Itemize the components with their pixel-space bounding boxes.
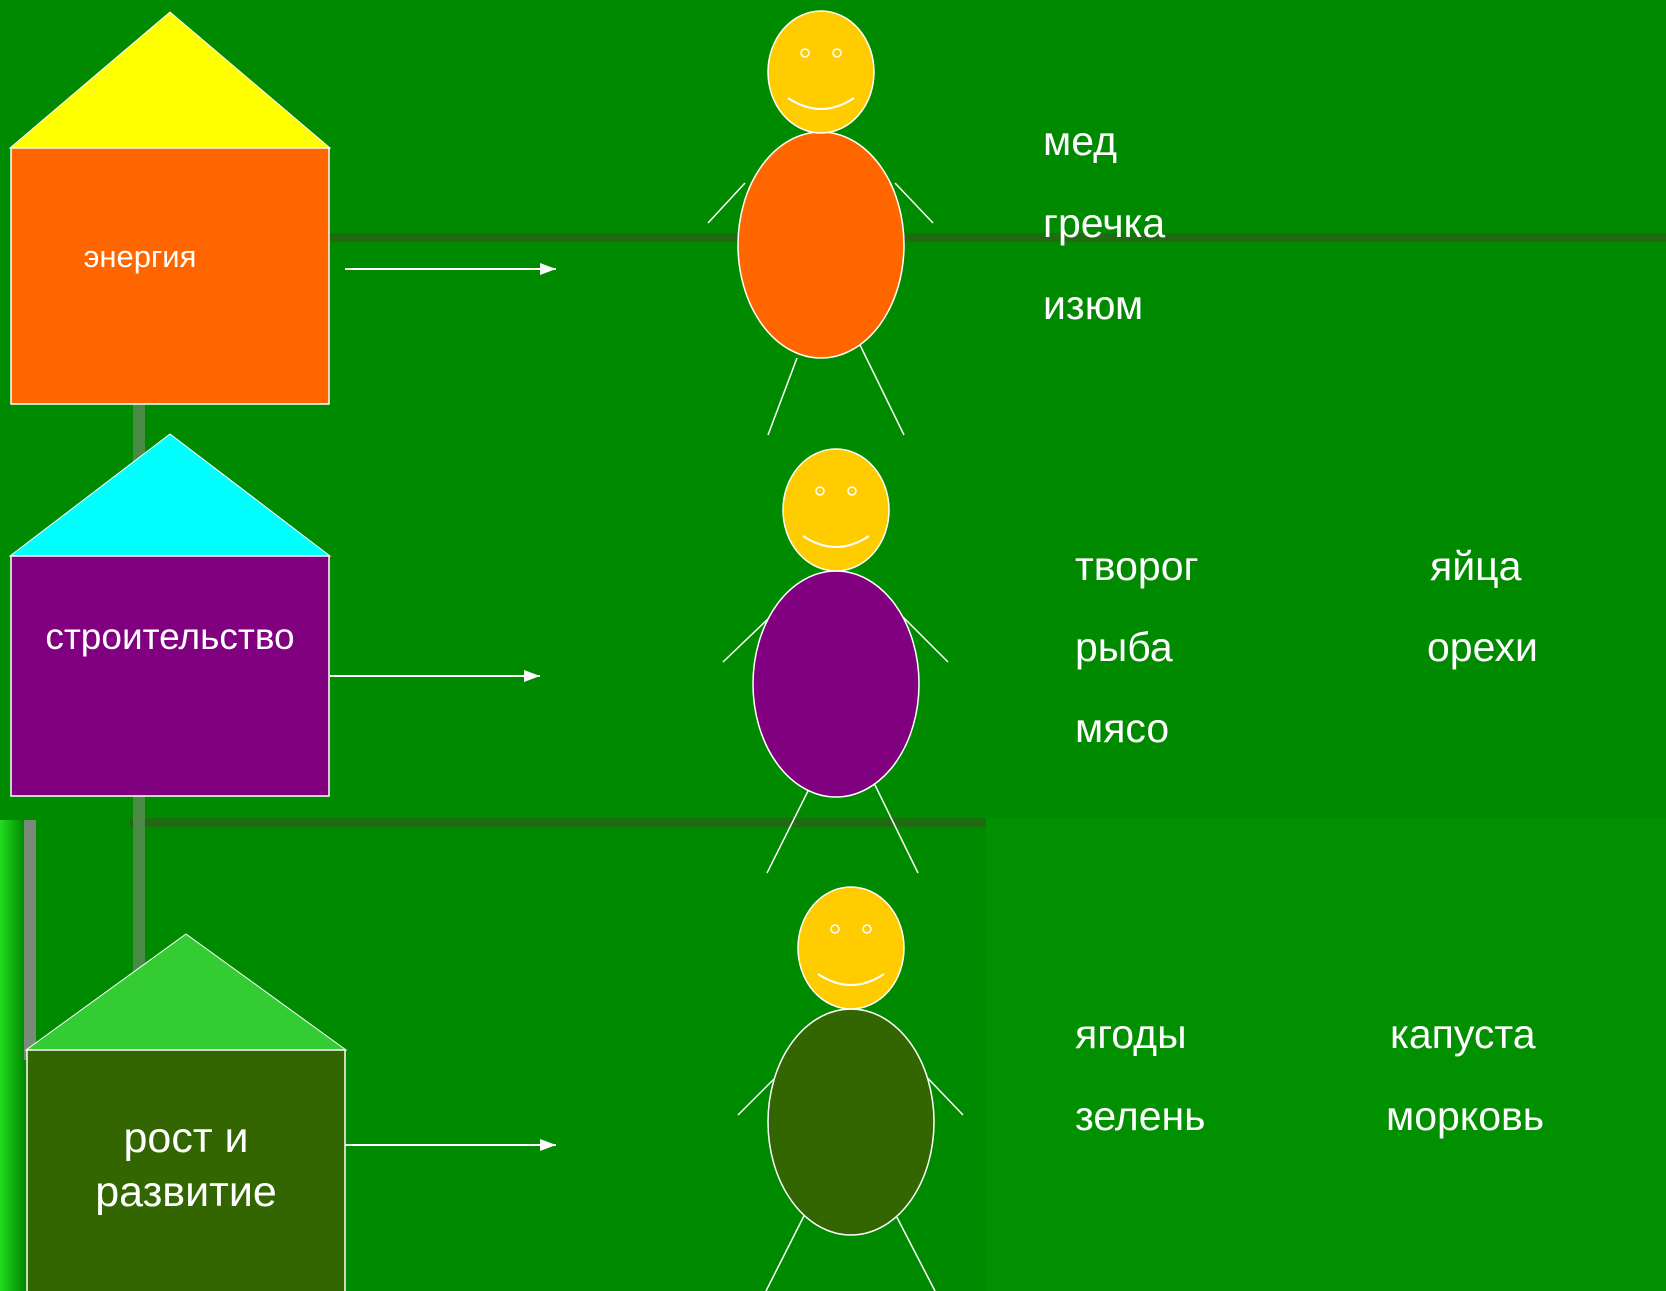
background-post-edge (24, 820, 36, 1060)
house-construction-wall (10, 555, 330, 797)
eye-icon (847, 486, 857, 496)
food-item: зелень (1075, 1093, 1206, 1139)
food-item: изюм (1043, 282, 1144, 328)
food-item: мясо (1075, 705, 1170, 751)
figure-construction-head (782, 448, 890, 572)
background-lower-right (986, 818, 1666, 1291)
figure-growth-head (797, 886, 905, 1010)
house-construction-label: строительство (45, 616, 295, 657)
house-energy-label: энергия (83, 239, 197, 274)
house-energy-roof (8, 11, 332, 149)
house-construction (8, 433, 332, 797)
background-glow-left (0, 820, 24, 1291)
eye-icon (832, 48, 842, 58)
house-growth (24, 933, 348, 1291)
eye-icon (815, 486, 825, 496)
food-item: мед (1043, 118, 1118, 164)
figure-energy-body (737, 131, 905, 359)
eye-icon (830, 924, 840, 934)
food-item: яйца (1430, 543, 1522, 589)
food-item: творог (1075, 543, 1199, 589)
house-growth-wall (26, 1049, 346, 1291)
food-item: морковь (1386, 1093, 1545, 1139)
food-item: капуста (1390, 1011, 1536, 1057)
figure-construction (722, 448, 949, 874)
figure-growth (737, 886, 964, 1291)
background-bar-top (330, 233, 1666, 242)
smile-icon (787, 97, 855, 110)
smile-icon (802, 535, 870, 548)
house-energy (8, 11, 332, 405)
smile-icon (817, 973, 885, 986)
figure-energy-head (767, 10, 875, 134)
food-item: ягоды (1075, 1011, 1187, 1057)
figure-growth-body (767, 1008, 935, 1236)
house-growth-label: рост и развитие (95, 1114, 277, 1216)
eye-icon (862, 924, 872, 934)
food-item: гречка (1043, 200, 1166, 246)
background-bar-middle (130, 818, 986, 827)
food-item: рыба (1075, 624, 1173, 670)
house-growth-roof (24, 933, 348, 1051)
figure-energy (707, 10, 934, 436)
house-energy-wall (10, 147, 330, 405)
figure-construction-body (752, 570, 920, 798)
eye-icon (800, 48, 810, 58)
food-item: орехи (1427, 624, 1538, 670)
house-construction-roof (8, 433, 332, 557)
